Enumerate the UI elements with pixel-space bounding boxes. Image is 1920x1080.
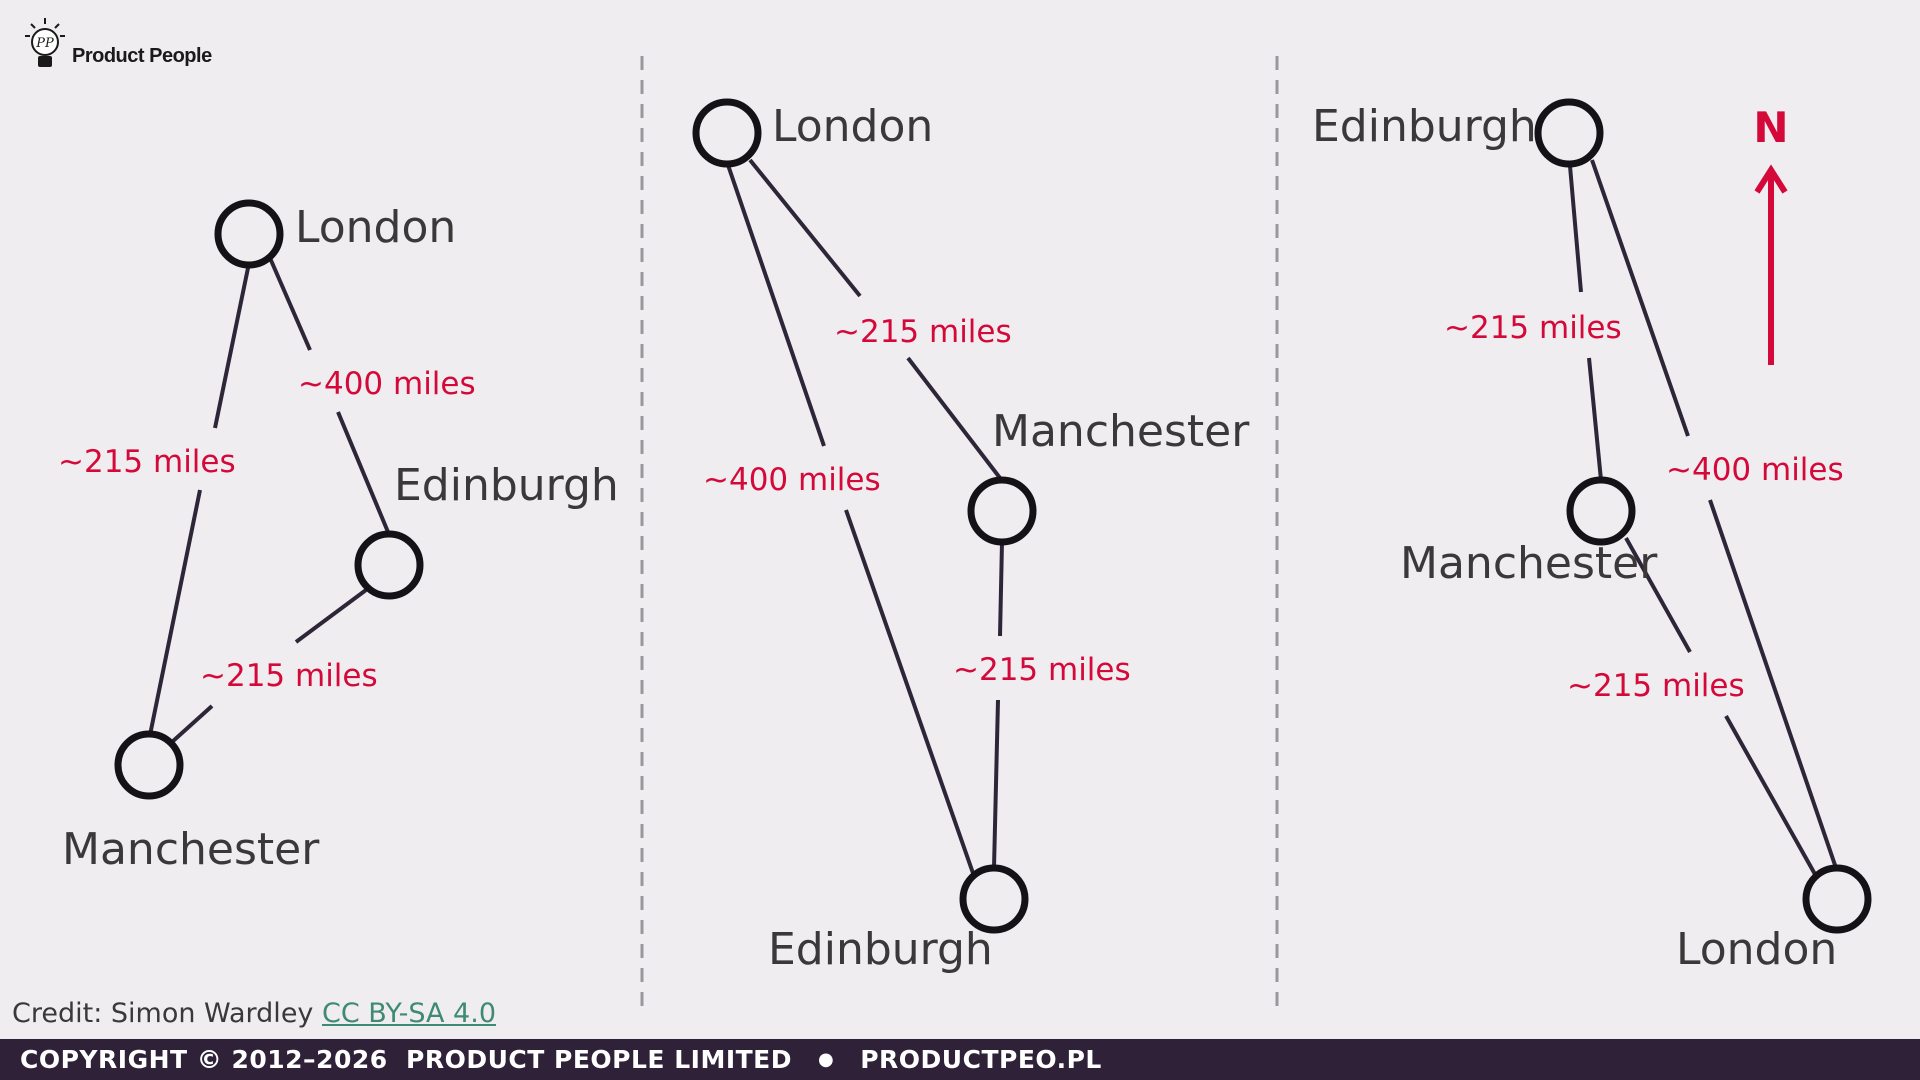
edge-edinburgh-london: [1590, 159, 1690, 437]
logo: PP Product People: [22, 16, 212, 70]
distance-london-edinburgh: ~400 miles: [703, 462, 881, 498]
node-manchester: [114, 730, 184, 800]
credit: Credit: Simon Wardley CC BY-SA 4.0: [12, 998, 496, 1029]
edge-edinburgh-manchester: [1568, 165, 1583, 293]
city-label-edinburgh: Edinburgh: [394, 460, 619, 511]
edge-london-manchester-lower: [148, 489, 202, 736]
node-edinburgh: [1534, 98, 1604, 168]
logo-monogram: PP: [35, 36, 54, 51]
city-label-london: London: [1676, 924, 1837, 975]
logo-text: Product People: [72, 45, 212, 67]
panel-2: London Manchester Edinburgh ~215 miles ~…: [692, 98, 1250, 975]
panel-3: Edinburgh Manchester London ~215 miles ~…: [1312, 98, 1872, 975]
footer-site-link[interactable]: PRODUCTPEO.PL: [860, 1045, 1102, 1074]
node-london: [692, 98, 762, 168]
edge-london-manchester-lower: [906, 356, 1002, 480]
edge-london-edinburgh-lower: [844, 509, 976, 877]
distance-london-manchester: ~215 miles: [58, 444, 236, 480]
node-edinburgh: [959, 864, 1029, 934]
edge-manchester-edinburgh-lower: [170, 704, 214, 744]
edge-london-edinburgh-lower: [336, 411, 390, 533]
edge-london-edinburgh: [268, 257, 312, 351]
distance-london-manchester: ~215 miles: [834, 314, 1012, 350]
edge-manchester-london-lower: [1724, 715, 1818, 877]
city-label-manchester: Manchester: [62, 824, 320, 875]
edge-edinburgh-manchester-lower: [1587, 357, 1603, 481]
distance-manchester-london: ~215 miles: [1567, 668, 1745, 704]
lightbulb-icon: PP: [25, 18, 65, 67]
north-arrow-icon: [1754, 164, 1788, 365]
distance-edinburgh-manchester: ~215 miles: [1444, 310, 1622, 346]
edge-manchester-london: [1624, 537, 1692, 653]
footer-bar: COPYRIGHT © 2012–2026 PRODUCT PEOPLE LIM…: [0, 1039, 1920, 1080]
edge-manchester-edinburgh: [998, 541, 1004, 637]
footer-separator: ●: [818, 1049, 835, 1070]
city-label-manchester: Manchester: [1400, 538, 1658, 589]
edge-manchester-edinburgh-lower: [992, 699, 1000, 869]
node-manchester: [1566, 476, 1636, 546]
distance-edinburgh-london: ~400 miles: [1666, 452, 1844, 488]
edge-manchester-edinburgh: [294, 588, 368, 644]
node-london: [214, 199, 284, 269]
footer-copyright: COPYRIGHT © 2012–2026 PRODUCT PEOPLE LIM…: [20, 1045, 793, 1074]
compass-north-label: N: [1753, 103, 1788, 152]
city-label-edinburgh: Edinburgh: [768, 924, 993, 975]
node-edinburgh: [354, 530, 424, 600]
distance-manchester-edinburgh: ~215 miles: [200, 658, 378, 694]
distance-manchester-edinburgh: ~215 miles: [953, 652, 1131, 688]
edge-london-manchester: [748, 158, 862, 298]
city-label-london: London: [772, 101, 933, 152]
distance-london-edinburgh: ~400 miles: [298, 366, 476, 402]
city-label-manchester: Manchester: [992, 406, 1250, 457]
node-london: [1802, 864, 1872, 934]
panel-1: London Edinburgh Manchester ~215 miles ~…: [58, 199, 619, 875]
city-label-london: London: [295, 202, 456, 253]
credit-text: Credit: Simon Wardley: [12, 998, 322, 1029]
edge-london-manchester: [213, 267, 250, 429]
node-manchester: [967, 476, 1037, 546]
edge-edinburgh-london-lower: [1708, 499, 1838, 869]
edge-london-edinburgh: [726, 164, 826, 447]
city-label-edinburgh: Edinburgh: [1312, 101, 1537, 152]
license-link[interactable]: CC BY-SA 4.0: [322, 998, 496, 1029]
